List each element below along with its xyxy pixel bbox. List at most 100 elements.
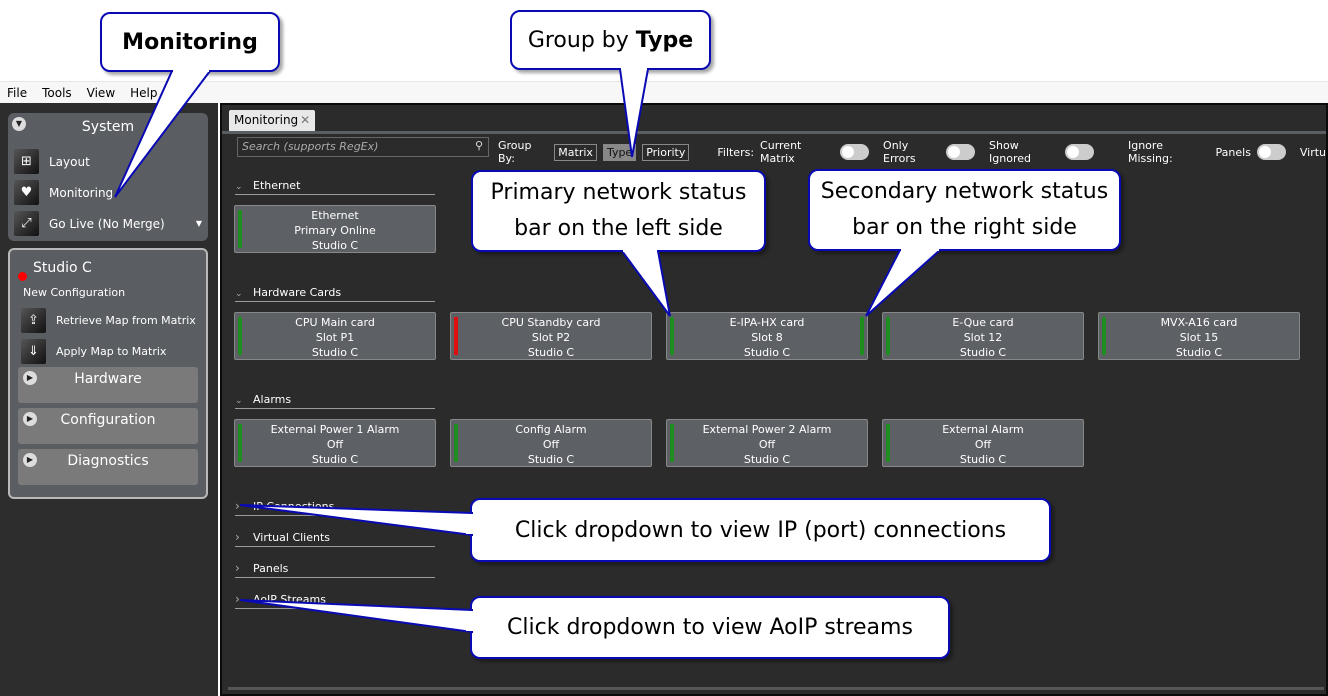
card-line: E-IPA-HX card (729, 316, 805, 329)
primary-status-bar (454, 317, 458, 355)
card-line: Slot P2 (531, 331, 571, 344)
menu-bar: File Tools View Help (0, 81, 1328, 103)
card-line: Studio C (311, 239, 359, 252)
card-line: CPU Main card (295, 316, 375, 329)
card-line: MVX-A16 card (1160, 316, 1238, 329)
callout-secondary-bar: Secondary network status bar on the righ… (808, 169, 1121, 251)
card-line: Studio C (959, 453, 1007, 466)
retrieve-map-button[interactable]: ⇪Retrieve Map from Matrix (21, 308, 196, 333)
chevron-down-icon[interactable]: ⌄ (235, 182, 243, 192)
current-matrix-toggle[interactable] (840, 144, 870, 160)
sidebar-item-go-live[interactable]: ⤢Go Live (No Merge)▼ (14, 211, 202, 236)
expand-icon: ▶ (23, 371, 37, 385)
sidebar-item-layout[interactable]: ⊞Layout (14, 149, 90, 174)
callout-group-by: Group by Type (510, 10, 711, 70)
studio-panel: Studio C New Configuration ⇪Retrieve Map… (8, 248, 208, 499)
card-line: Off (326, 438, 344, 451)
studio-title: Studio C (33, 260, 92, 276)
apply-map-button[interactable]: ⇓Apply Map to Matrix (21, 339, 166, 364)
chevron-right-icon[interactable]: › (235, 592, 240, 606)
primary-status-bar (238, 317, 242, 355)
config-name: New Configuration (23, 286, 126, 299)
card-line: Slot 8 (751, 331, 783, 344)
primary-status-bar (670, 424, 674, 462)
hardware-section[interactable]: ▶Hardware (18, 367, 198, 403)
primary-status-bar (238, 424, 242, 462)
primary-status-bar (670, 317, 674, 355)
retrieve-icon: ⇪ (21, 308, 46, 333)
callout-aoip: Click dropdown to view AoIP streams (470, 596, 950, 659)
search-input[interactable]: Search (supports RegEx)⚲ (237, 137, 489, 157)
callout-primary-bar: Primary network status bar on the left s… (471, 170, 766, 252)
group-by-type[interactable]: Type (602, 143, 637, 161)
callout-ip-connections: Click dropdown to view IP (port) connect… (470, 498, 1051, 562)
diagnostics-section[interactable]: ▶Diagnostics (18, 449, 198, 485)
group-header-panels[interactable]: ›Panels (235, 561, 435, 578)
group-header-ethernet[interactable]: ⌄Ethernet (235, 179, 435, 195)
sidebar-item-monitoring[interactable]: ♥Monitoring (14, 180, 113, 205)
chevron-down-icon[interactable]: ⌄ (235, 396, 243, 406)
card-line: Studio C (311, 453, 359, 466)
chevron-right-icon[interactable]: › (235, 561, 240, 575)
card-line: Slot 15 (1179, 331, 1219, 344)
horizontal-scrollbar[interactable] (228, 687, 1324, 690)
callout-monitoring: Monitoring (100, 12, 280, 72)
show-ignored-toggle[interactable] (1065, 144, 1094, 160)
card-line: External Alarm (942, 423, 1024, 436)
menu-help[interactable]: Help (130, 85, 158, 100)
chevron-right-icon[interactable]: › (235, 499, 240, 513)
tab-monitoring[interactable]: Monitoring✕ (229, 110, 316, 132)
menu-tools[interactable]: Tools (42, 85, 72, 100)
card-line: E-Que card (952, 316, 1014, 329)
card-line: Off (974, 438, 992, 451)
card-line: External Power 1 Alarm (270, 423, 400, 436)
menu-view[interactable]: View (86, 85, 116, 100)
card-line: Config Alarm (515, 423, 587, 436)
configuration-section[interactable]: ▶Configuration (18, 408, 198, 444)
card-line: Slot P1 (315, 331, 355, 344)
secondary-status-bar (860, 317, 864, 355)
primary-status-bar (454, 424, 458, 462)
card-line: Studio C (1175, 346, 1223, 359)
group-by-bar: Group By: Matrix Type Priority Filters: … (498, 139, 1327, 165)
chevron-right-icon[interactable]: › (235, 530, 240, 544)
primary-status-bar (238, 210, 242, 248)
close-icon[interactable]: ✕ (300, 113, 311, 127)
card-line: Studio C (527, 453, 575, 466)
primary-status-bar (886, 424, 890, 462)
system-panel: ▼ System ⊞Layout ♥Monitoring ⤢Go Live (N… (8, 113, 208, 241)
expand-icon: ▶ (23, 412, 37, 426)
card-line: Primary Online (294, 224, 376, 237)
card-line: Off (542, 438, 560, 451)
card-line: Ethernet (311, 209, 359, 222)
only-errors-toggle[interactable] (946, 144, 976, 160)
group-by-priority[interactable]: Priority (642, 143, 690, 161)
group-header-hardware-cards[interactable]: ⌄Hardware Cards (235, 286, 435, 302)
group-by-matrix[interactable]: Matrix (554, 143, 597, 161)
card-line: CPU Standby card (501, 316, 601, 329)
group-header-aoip-streams[interactable]: ›AoIP Streams (235, 592, 435, 609)
panels-toggle[interactable] (1256, 144, 1286, 160)
monitoring-view: Monitoring✕ Search (supports RegEx)⚲ Gro… (220, 103, 1328, 696)
group-header-virtual-clients[interactable]: ›Virtual Clients (235, 530, 435, 547)
group-header-ip-connections[interactable]: ›IP Connections (235, 499, 435, 516)
collapse-icon[interactable]: ▼ (12, 117, 26, 131)
menu-file[interactable]: File (7, 85, 28, 100)
layout-icon: ⊞ (14, 149, 39, 174)
group-header-alarms[interactable]: ⌄Alarms (235, 393, 435, 409)
chevron-down-icon[interactable]: ⌄ (235, 289, 243, 299)
dropdown-arrow-icon[interactable]: ▼ (195, 219, 202, 228)
tab-divider (222, 131, 1326, 134)
card-line: Studio C (959, 346, 1007, 359)
primary-status-bar (886, 317, 890, 355)
